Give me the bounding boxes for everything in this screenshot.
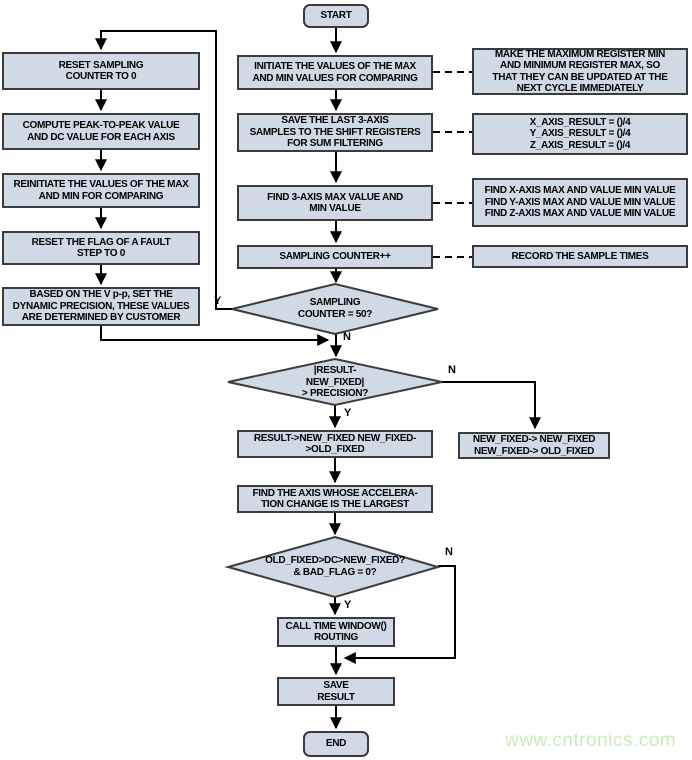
node-label: FIND X-AXIS MAX AND VALUE MIN VALUE FIND… [484,185,676,220]
node-compute-peak-to-peak: COMPUTE PEAK-TO-PEAK VALUE AND DC VALUE … [2,113,200,150]
branch-label-counter-yes: Y [214,295,222,307]
node-reset-fault-flag: RESET THE FLAG OF A FAULT STEP TO 0 [2,231,200,265]
decision-label-precision: |RESULT- NEW_FIXED| > PRECISION? [301,365,369,399]
node-label: NEW_FIXED-> NEW_FIXED NEW_FIXED-> OLD_FI… [472,434,596,457]
node-label: START [320,10,352,22]
connector-basedon-merge [100,326,330,346]
node-label: RESET SAMPLING COUNTER TO 0 [58,59,144,83]
note-axis-result: X_AXIS_RESULT = ()/4 Y_AXIS_RESULT = ()/… [472,113,688,155]
node-save-result: SAVE RESULT [277,677,395,706]
node-label: CALL TIME WINDOW() ROUTING [285,620,387,644]
node-label: FIND 3-AXIS MAX VALUE AND MIN VALUE [267,191,403,215]
node-reset-sampling-counter: RESET SAMPLING COUNTER TO 0 [2,52,200,90]
node-label: END [325,738,347,750]
branch-label-precision-yes: Y [344,407,352,419]
note-find-axis-max-min: FIND X-AXIS MAX AND VALUE MIN VALUE FIND… [472,178,688,227]
connector-loop-yes [95,30,232,310]
decision-label-old-fixed: OLD_FIXED>DC>NEW_FIXED? & BAD_FLAG = 0? [265,555,405,578]
branch-label-counter-no: N [343,331,351,343]
node-reinitiate-max-min: REINITIATE THE VALUES OF THE MAX AND MIN… [2,173,200,208]
node-save-samples: SAVE THE LAST 3-AXIS SAMPLES TO THE SHIF… [237,113,433,152]
node-based-on-vpp: BASED ON THE V p-p, SET THE DYNAMIC PREC… [2,287,200,326]
node-end: END [303,731,369,757]
node-label: RESET THE FLAG OF A FAULT STEP TO 0 [31,236,171,260]
node-label: RECORD THE SAMPLE TIMES [511,250,649,262]
decision-label-sampling-counter: SAMPLING COUNTER = 50? [297,297,373,320]
node-label: SAMPLING COUNTER++ [279,251,391,263]
node-new-fixed: NEW_FIXED-> NEW_FIXED NEW_FIXED-> OLD_FI… [458,432,610,459]
node-call-time-window: CALL TIME WINDOW() ROUTING [277,617,395,647]
branch-label-fixed-no: N [445,546,453,558]
watermark-text: www.cntronics.com [505,730,677,751]
node-label: MAKE THE MAXIMUM REGISTER MIN AND MINIMU… [492,48,668,95]
branch-label-fixed-yes: Y [344,599,352,611]
node-label: COMPUTE PEAK-TO-PEAK VALUE AND DC VALUE … [22,120,180,143]
decision-diamond-sampling-counter [231,282,439,336]
node-label: SAVE THE LAST 3-AXIS SAMPLES TO THE SHIF… [249,115,421,150]
decision-diamond-precision [227,357,443,407]
node-find-max-min: FIND 3-AXIS MAX VALUE AND MIN VALUE [237,185,433,221]
connector-precision-no [442,381,541,430]
node-find-axis: FIND THE AXIS WHOSE ACCELERA- TION CHANG… [237,485,433,513]
node-start: START [303,4,369,28]
node-result-to-fixed: RESULT->NEW_FIXED NEW_FIXED- >OLD_FIXED [237,430,433,458]
node-label: REINITIATE THE VALUES OF THE MAX AND MIN… [13,179,189,202]
node-label: SAVE RESULT [317,680,355,703]
note-record-sample-times: RECORD THE SAMPLE TIMES [472,245,688,268]
connector-fixed-no [343,565,456,664]
branch-label-precision-no: N [448,364,456,376]
node-label: INITIATE THE VALUES OF THE MAX AND MIN V… [252,61,418,84]
node-label: BASED ON THE V p-p, SET THE DYNAMIC PREC… [12,289,190,324]
note-make-max-register: MAKE THE MAXIMUM REGISTER MIN AND MINIMU… [472,48,688,95]
node-initiate-max-min: INITIATE THE VALUES OF THE MAX AND MIN V… [237,55,433,90]
node-sampling-counter-inc: SAMPLING COUNTER++ [237,245,433,269]
decision-diamond-old-fixed [224,535,442,599]
node-label: FIND THE AXIS WHOSE ACCELERA- TION CHANG… [252,487,418,511]
node-label: RESULT->NEW_FIXED NEW_FIXED- >OLD_FIXED [253,432,417,456]
node-label: X_AXIS_RESULT = ()/4 Y_AXIS_RESULT = ()/… [529,116,631,151]
